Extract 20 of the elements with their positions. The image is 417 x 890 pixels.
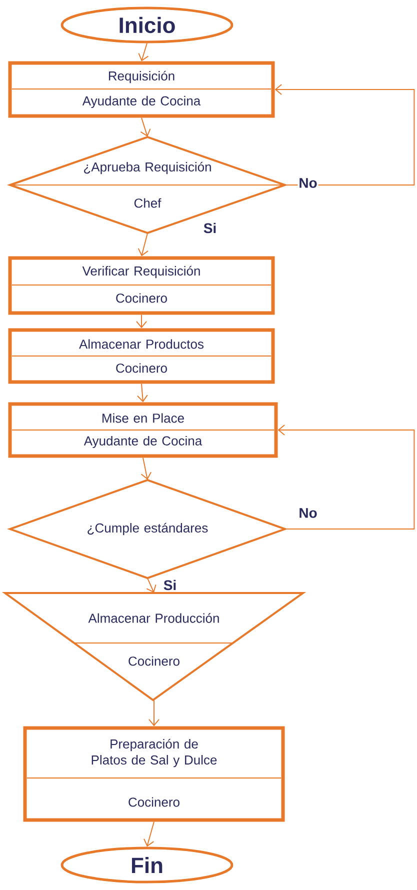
arrow — [144, 821, 154, 847]
arrow — [148, 700, 160, 726]
arrow — [136, 314, 147, 328]
arrow — [136, 383, 148, 402]
process-box: Requisición Ayudante de Cocina — [8, 61, 275, 118]
arrow — [140, 117, 151, 137]
process-box: Almacenar Productos Cocinero — [8, 328, 275, 384]
edge-label: Si — [162, 578, 178, 592]
arrow — [274, 84, 415, 186]
edge-label: Si — [202, 222, 218, 234]
edge-label: No — [298, 177, 318, 189]
process-box: Preparación de Platos de Sal y Dulce Cocinero — [23, 726, 285, 822]
arrow — [138, 232, 149, 256]
arrow — [278, 424, 415, 530]
arrow — [140, 457, 152, 480]
arrow — [146, 578, 156, 593]
arrow — [138, 42, 149, 62]
edge-label: No — [298, 507, 318, 519]
process-box: Verificar Requisición Cocinero — [8, 256, 275, 315]
process-box: Mise en Place Ayudante de Cocina — [8, 402, 278, 458]
